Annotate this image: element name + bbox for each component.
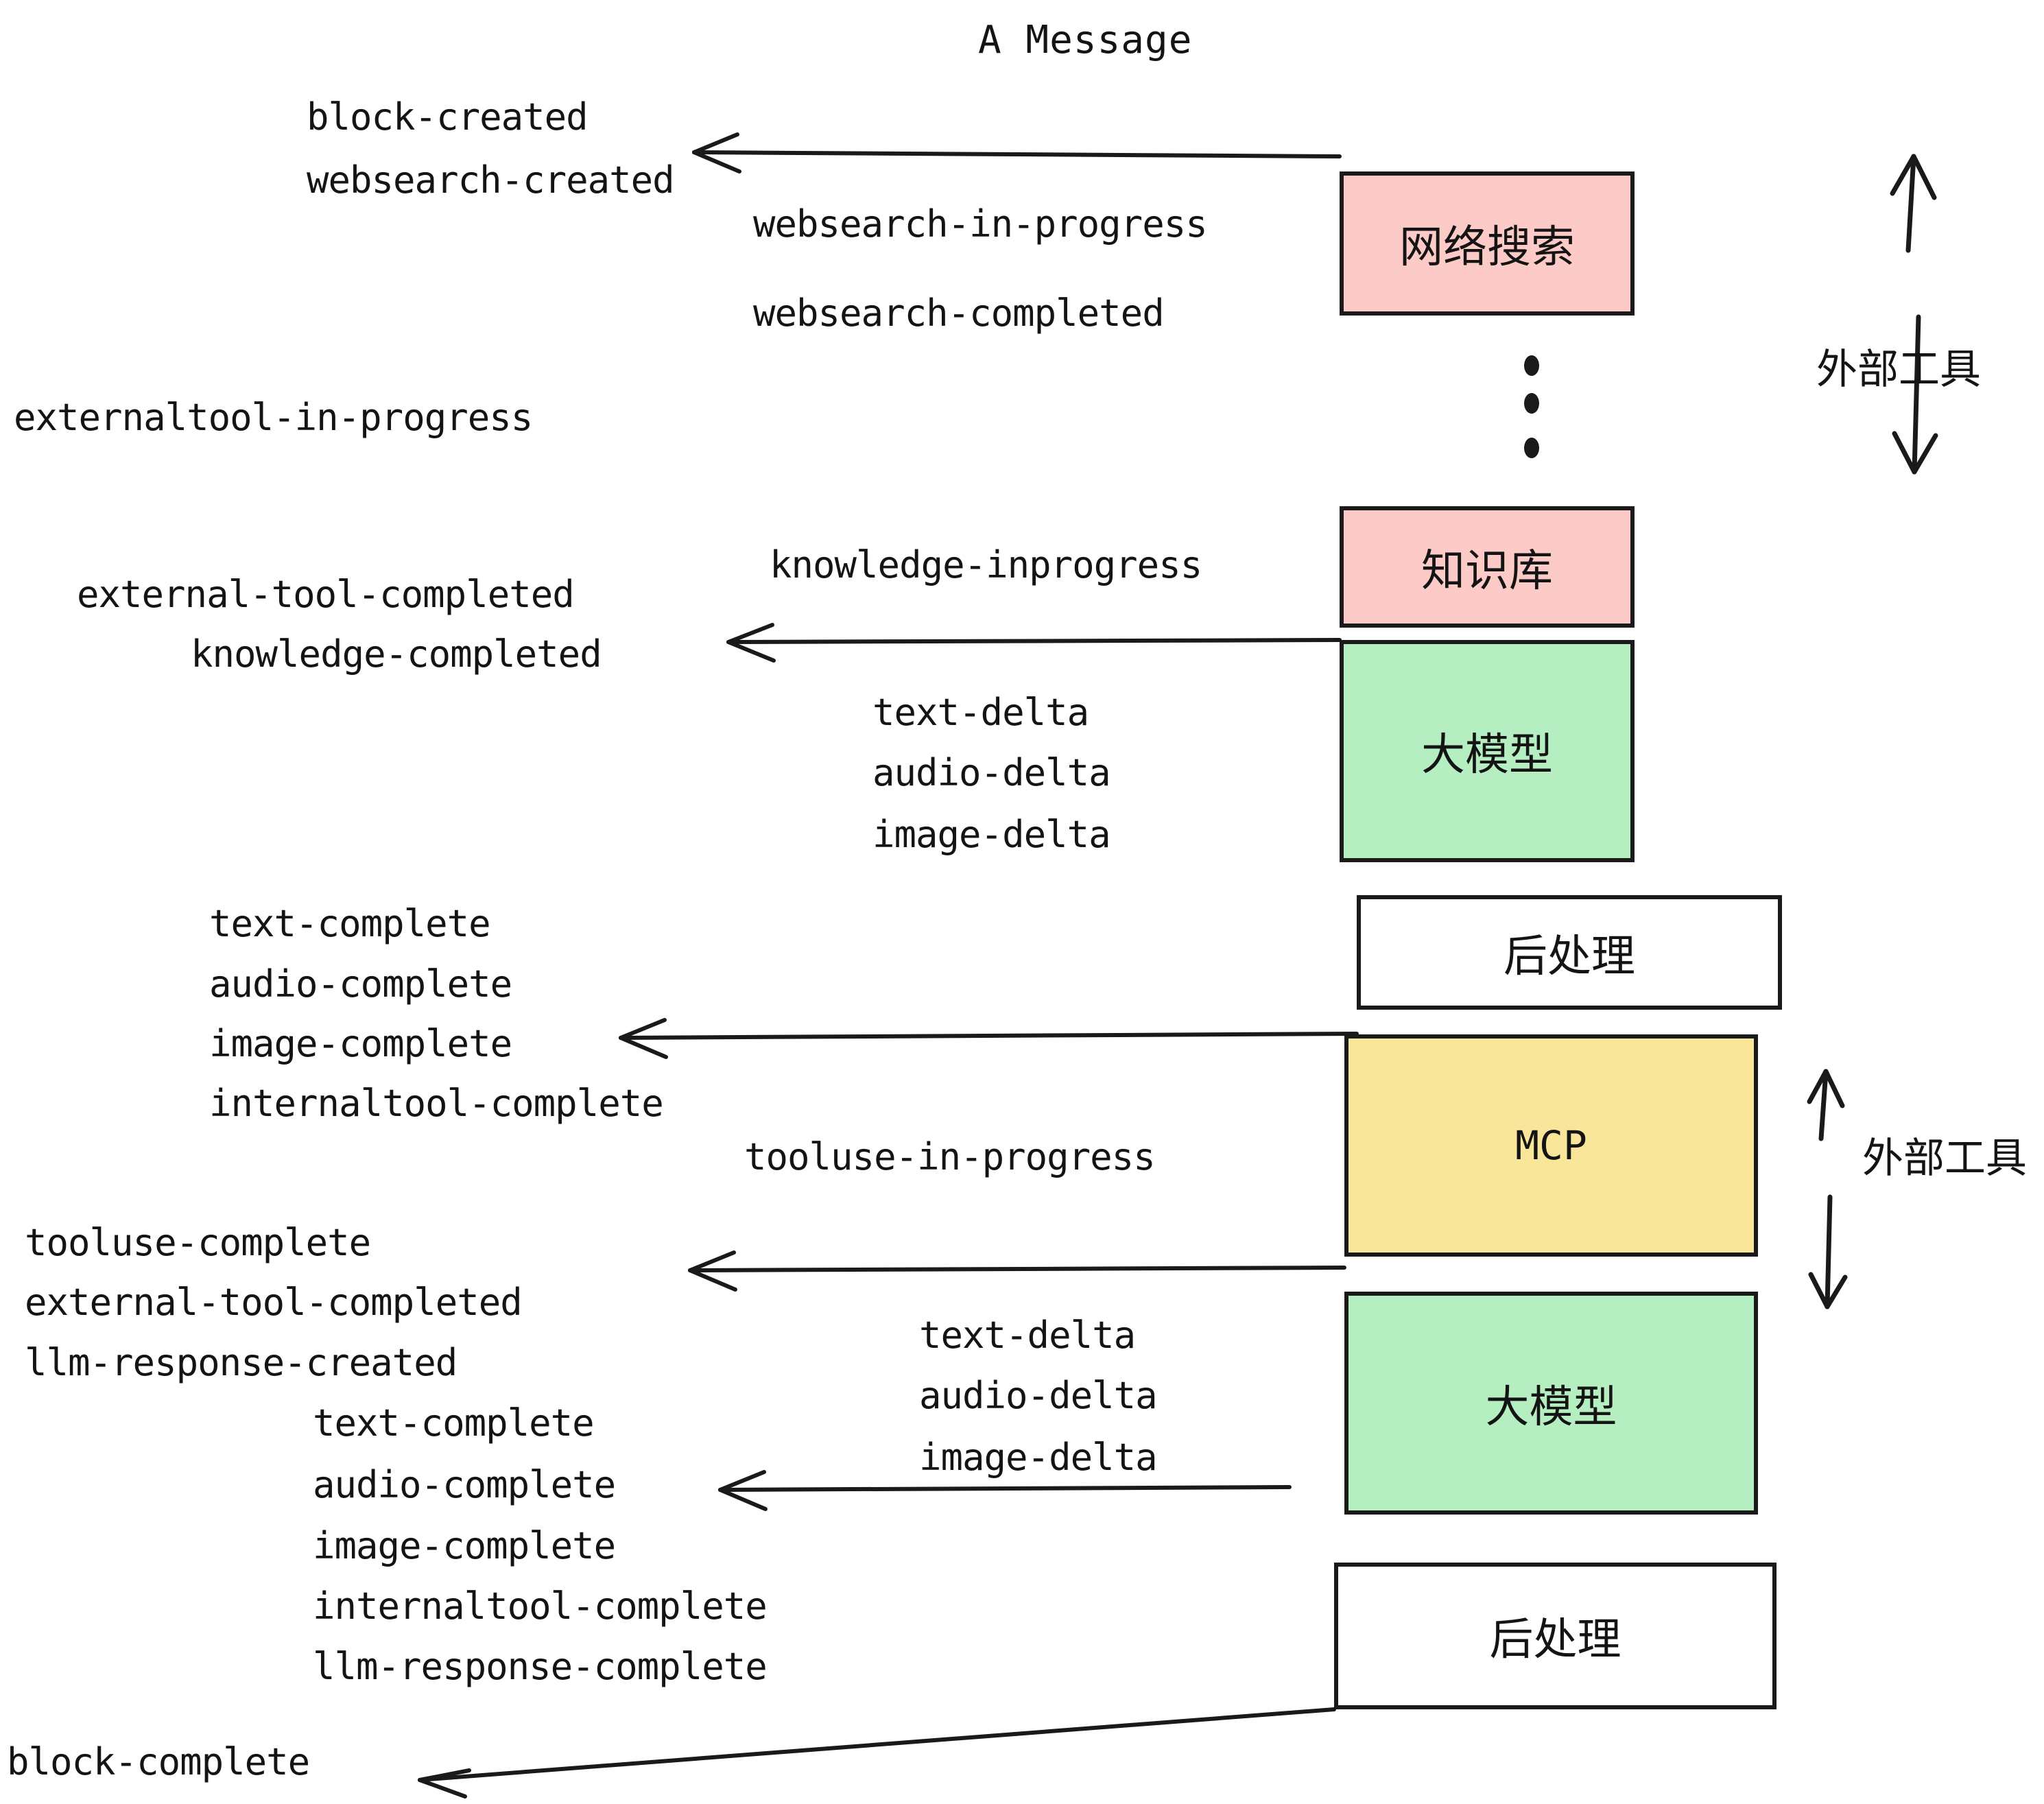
event-image-delta-1: image-delta: [872, 813, 1111, 856]
event-image-complete-1: image-complete: [209, 1022, 512, 1065]
group-label-external-tools-top: 外部工具: [1816, 346, 1981, 394]
event-external-tool-completed-2: external-tool-completed: [25, 1281, 523, 1324]
ellipsis-dot-3: [1524, 438, 1539, 458]
event-audio-delta-2: audio-delta: [919, 1374, 1158, 1417]
event-tooluse-in-progress: tooluse-in-progress: [744, 1135, 1156, 1178]
group-label-external-tools-bottom: 外部工具: [1862, 1135, 2027, 1183]
page-title: A Message: [978, 18, 1193, 62]
event-websearch-created: websearch-created: [307, 158, 675, 202]
event-block-created: block-created: [307, 95, 589, 139]
event-knowledge-completed: knowledge-completed: [191, 632, 602, 676]
arrow-mcp-to-events: [688, 1250, 1346, 1292]
external-tools-bottom-down-arrow: [1808, 1194, 1848, 1309]
event-text-delta-2: text-delta: [919, 1314, 1136, 1357]
event-image-delta-2: image-delta: [919, 1436, 1158, 1479]
node-postprocess-2[interactable]: 后处理: [1334, 1563, 1776, 1709]
node-postprocess-1[interactable]: 后处理: [1357, 895, 1782, 1010]
event-externaltool-in-progress: externaltool-in-progress: [14, 396, 533, 439]
external-tools-bottom-up-arrow: [1807, 1069, 1845, 1141]
node-llm-1-label: 大模型: [1421, 730, 1553, 781]
event-internaltool-complete-1: internaltool-complete: [209, 1082, 664, 1125]
node-knowledge[interactable]: 知识库: [1340, 506, 1635, 628]
node-llm-2-label: 大模型: [1485, 1381, 1617, 1433]
arrow-post2-to-block-complete: [418, 1707, 1336, 1799]
event-tooluse-complete: tooluse-complete: [25, 1221, 371, 1264]
event-internaltool-complete-2: internaltool-complete: [313, 1585, 768, 1628]
node-knowledge-label: 知识库: [1421, 545, 1553, 597]
node-postprocess-1-label: 后处理: [1504, 931, 1635, 982]
arrow-knowledge-to-events: [726, 623, 1342, 663]
node-mcp-label: MCP: [1515, 1122, 1587, 1169]
external-tools-top-up-arrow: [1890, 154, 1937, 253]
node-websearch[interactable]: 网络搜索: [1340, 171, 1635, 316]
node-websearch-label: 网络搜索: [1399, 222, 1575, 273]
node-llm-2[interactable]: 大模型: [1344, 1292, 1758, 1515]
event-block-complete: block-complete: [7, 1740, 310, 1783]
node-mcp[interactable]: MCP: [1344, 1034, 1758, 1257]
node-postprocess-2-label: 后处理: [1489, 1615, 1621, 1665]
arrow-llm1-to-events: [619, 1018, 1359, 1059]
ellipsis-dot-2: [1524, 393, 1539, 414]
arrow-websearch-to-events: [692, 132, 1342, 174]
event-text-complete-2: text-complete: [313, 1401, 595, 1445]
event-text-delta-1: text-delta: [872, 691, 1089, 734]
event-audio-complete-2: audio-complete: [313, 1463, 616, 1506]
event-websearch-in-progress: websearch-in-progress: [753, 202, 1208, 246]
event-websearch-completed: websearch-completed: [753, 292, 1165, 335]
node-llm-1[interactable]: 大模型: [1340, 640, 1635, 862]
event-audio-delta-1: audio-delta: [872, 751, 1111, 794]
event-image-complete-2: image-complete: [313, 1524, 616, 1567]
event-llm-response-complete: llm-response-complete: [313, 1645, 768, 1688]
event-text-complete-1: text-complete: [209, 902, 491, 945]
event-llm-response-created: llm-response-created: [25, 1341, 457, 1384]
ellipsis-dot-1: [1524, 355, 1539, 376]
event-external-tool-completed-1: external-tool-completed: [77, 573, 575, 616]
event-audio-complete-1: audio-complete: [209, 962, 512, 1006]
event-knowledge-inprogress: knowledge-inprogress: [770, 543, 1202, 586]
